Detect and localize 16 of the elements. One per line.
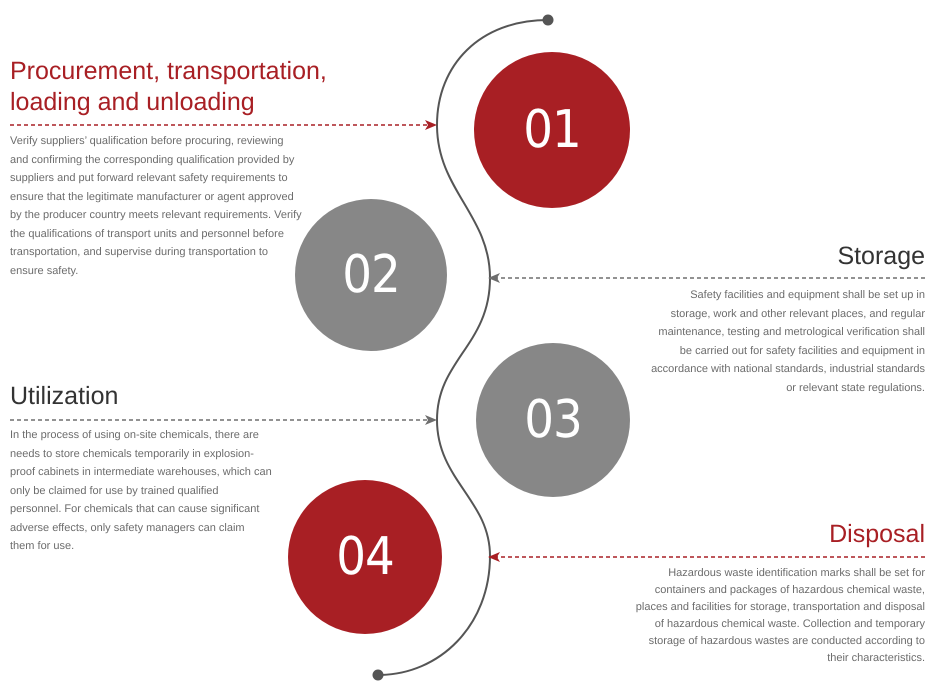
step-heading: Procurement, transportation, loading and unloading <box>10 56 328 118</box>
step-heading: Storage <box>836 241 925 272</box>
step-number: 03 <box>524 394 582 446</box>
step-description: In the process of using on-site chemicals, there are needs to store chemicals temporarily in explosion-proof cabinets in intermediate warehouses, which can only be claimed for use by trained qualified personnel. For chemicals that can cause significant adverse effects, only safety managers can claim them for use. <box>10 428 272 554</box>
step-number: 01 <box>523 104 581 156</box>
step-description: Safety facilities and equipment shall be set up in storage, work and other relevant places, and regular maintenance, testing and metrological verification shall be carried out for safety facilities and equipment in accordance with national standards, industrial standards or relevant state regulations. <box>650 288 925 396</box>
step-description: Hazardous waste identification marks shall be set for containers and packages of hazardous chemical waste, places and facilities for storage, transportation and disposal of hazardous chemical waste. Collection and temporary storage of hazardous wastes are conducted according to their characteristics. <box>634 566 925 666</box>
step-number: 04 <box>336 531 394 583</box>
step-heading: Disposal <box>828 519 925 550</box>
dashed-arrow <box>488 552 925 562</box>
step-heading: Utilization <box>10 381 120 412</box>
dashed-arrow <box>10 120 437 130</box>
dashed-arrow <box>488 273 925 283</box>
step-number: 02 <box>342 249 400 301</box>
step-description: Verify suppliers’ qualification before procuring, reviewing and confirming the corresponding qualification provided by suppliers and put forward relevant safety requirements to ensure that the legitimate manufacturer or agent approved by the producer country meets relevant requirements. Verify the qualifications of transport units and personnel before transportation, and supervise during transportation to ensure safety. <box>10 134 302 278</box>
dashed-arrow <box>10 415 437 425</box>
